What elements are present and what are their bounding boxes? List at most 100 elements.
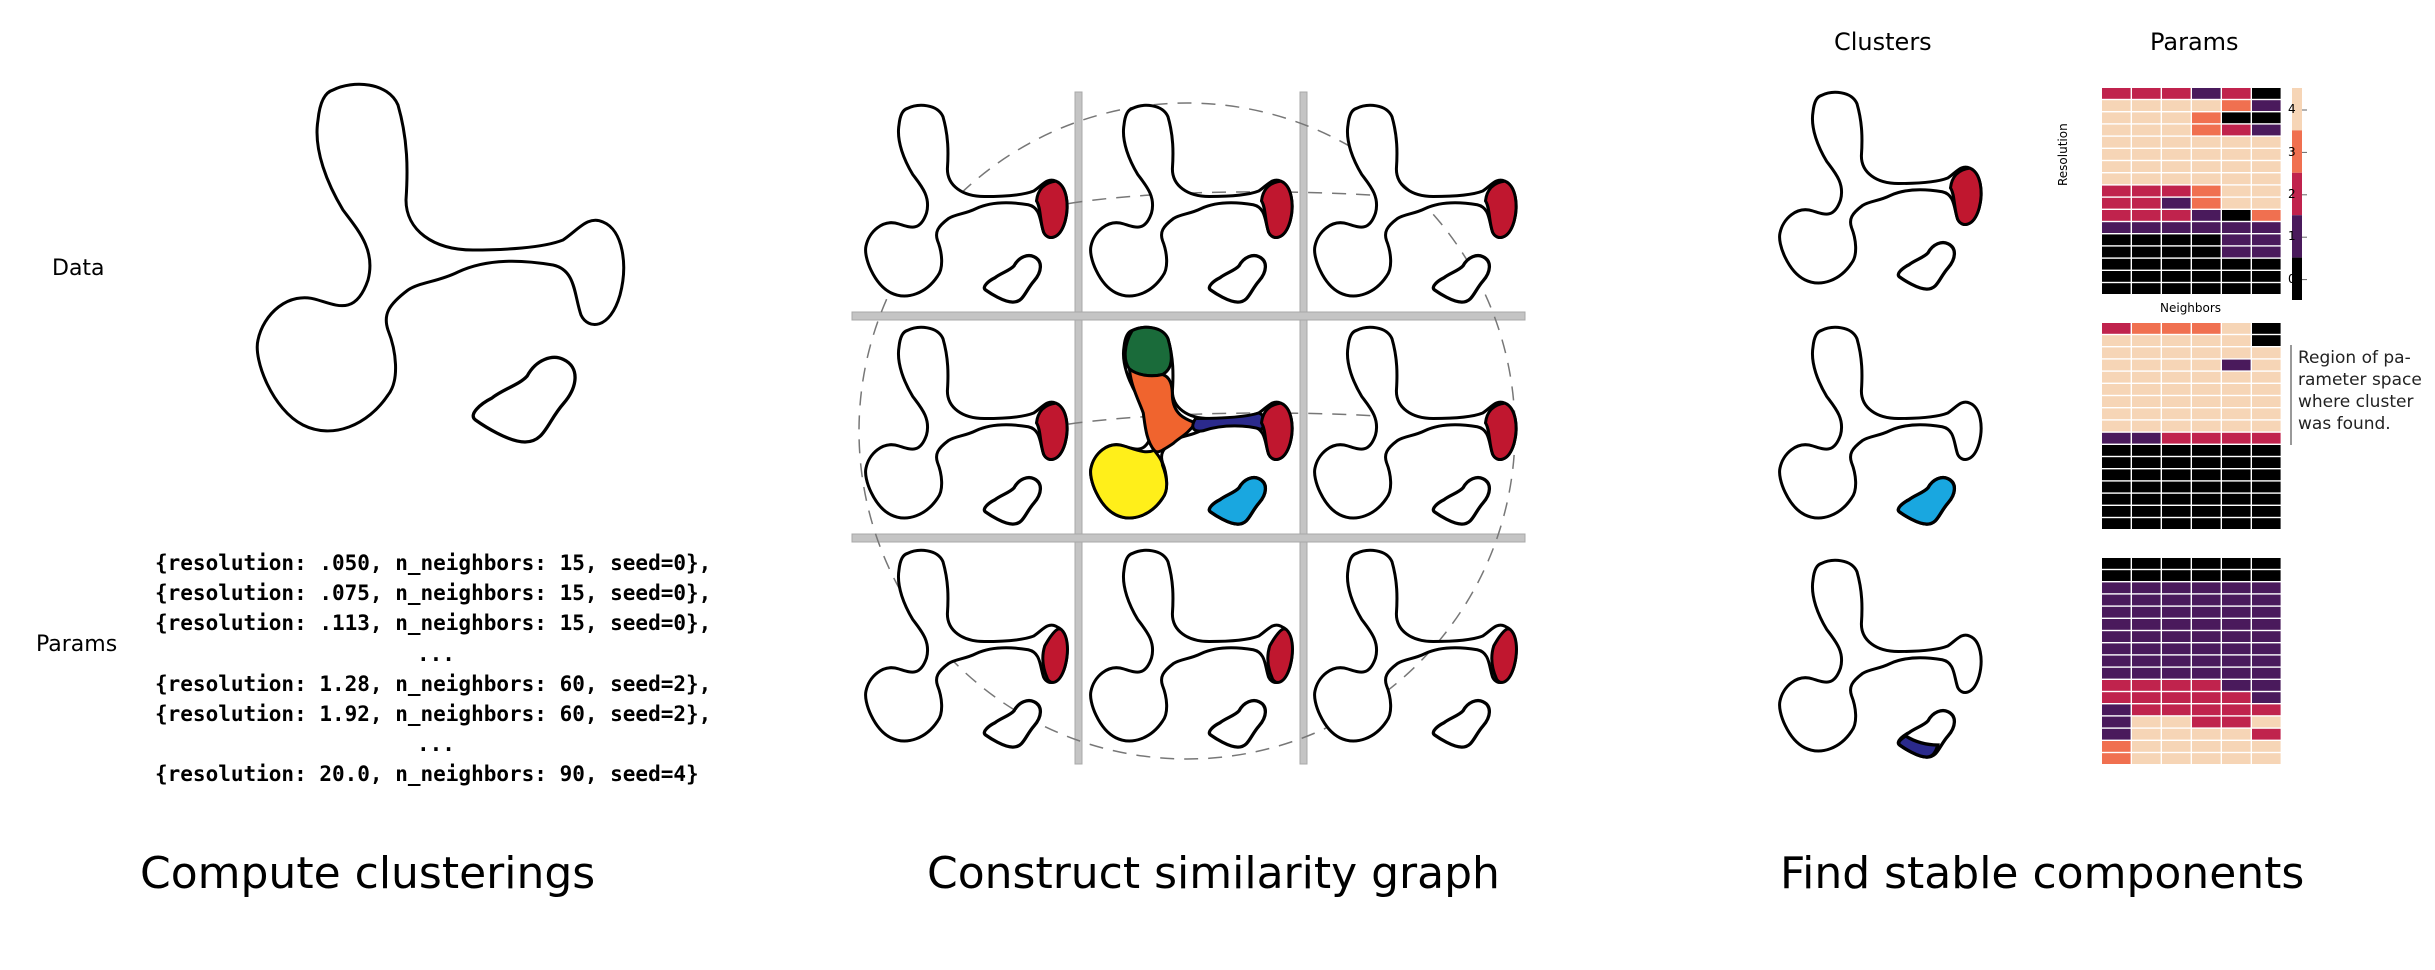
heatmap-cell xyxy=(2192,100,2221,111)
heatmap-cell xyxy=(2192,594,2221,606)
heatmap-cell xyxy=(2162,246,2191,258)
grid-lines xyxy=(851,91,1526,765)
heatmap-cell xyxy=(2252,704,2281,716)
colorbar-segment xyxy=(2292,130,2302,173)
param-heatmaps xyxy=(2102,88,2281,764)
heatmap-cell xyxy=(2162,582,2191,594)
heatmap-cell xyxy=(2132,185,2161,197)
heatmap-cell xyxy=(2222,692,2251,703)
heatmap-cell xyxy=(2222,384,2251,395)
heatmap-cell xyxy=(2102,161,2131,172)
heatmap-cell xyxy=(2252,643,2281,655)
heatmap-cell xyxy=(2132,692,2161,703)
heatmap-cell xyxy=(2252,384,2281,395)
heatmap-cell xyxy=(2162,631,2191,642)
heatmap-cell xyxy=(2222,197,2251,209)
heatmap-cell xyxy=(2132,655,2161,667)
heatmap-cell xyxy=(2132,359,2161,371)
param-line: {resolution: .050, n_neighbors: 15, seed… xyxy=(155,551,712,575)
heatmap-cell xyxy=(2222,619,2251,630)
mini-clustering xyxy=(1089,103,1294,304)
heatmap-cell xyxy=(2132,222,2161,233)
heatmap-cell xyxy=(2132,258,2161,270)
param-line: {resolution: 1.92, n_neighbors: 60, seed… xyxy=(155,702,712,727)
heatmap-cell xyxy=(2162,100,2191,111)
heatmap-cell xyxy=(2222,222,2251,233)
heatmap-cell xyxy=(2252,347,2281,359)
clusters-header: Clusters xyxy=(1834,28,1932,56)
heatmap-cell xyxy=(2192,271,2221,282)
heatmap-cell xyxy=(2252,283,2281,294)
param-ellipsis: ... xyxy=(417,641,455,666)
heatmap-cell xyxy=(2162,493,2191,505)
heatmap-cell xyxy=(2192,112,2221,124)
heatmap-cell xyxy=(2252,728,2281,740)
heatmap-cell xyxy=(2102,323,2131,334)
heatmap-cell xyxy=(2252,271,2281,282)
heatmap-cell xyxy=(2222,606,2251,618)
colorbar-tick: 4 xyxy=(2288,102,2296,116)
red-cluster xyxy=(1259,179,1294,239)
heatmap-cell xyxy=(2252,655,2281,667)
heatmap-cell xyxy=(2132,420,2161,432)
heatmap-cell xyxy=(2102,136,2131,148)
colorbar-segment xyxy=(2292,215,2302,258)
heatmap-cell xyxy=(2192,704,2221,716)
heatmap-cell xyxy=(2132,197,2161,209)
heatmap-cell xyxy=(2222,643,2251,655)
heatmap-cell xyxy=(2162,716,2191,728)
heatmap-cell xyxy=(2222,258,2251,270)
heatmap-cell xyxy=(2162,457,2191,468)
params-row-label: Params xyxy=(36,632,118,657)
heatmap-cell xyxy=(2132,753,2161,764)
heatmap-cell xyxy=(2102,210,2131,221)
heatmap-cell xyxy=(2132,667,2161,679)
heatmap-cell xyxy=(2132,619,2161,630)
yellow-cluster xyxy=(1089,443,1169,520)
heatmap-cell xyxy=(2102,445,2131,456)
heatmap-cell xyxy=(2192,518,2221,529)
heatmap-cell xyxy=(2132,396,2161,407)
heatmap-cell xyxy=(2132,728,2161,740)
param-line: {resolution: .113, n_neighbors: 15, seed… xyxy=(155,611,712,636)
heatmap-cell xyxy=(2162,692,2191,703)
cyan-cluster xyxy=(1896,475,1957,526)
heatmap-cell xyxy=(2192,655,2221,667)
region-note: Region of pa-rameter space where cluster… xyxy=(2298,348,2422,434)
heatmap-cell xyxy=(2132,371,2161,383)
note-bracket xyxy=(2290,345,2292,445)
heatmap-cell xyxy=(2222,371,2251,383)
heatmap-cell xyxy=(2252,359,2281,371)
heatmap-cell xyxy=(2222,173,2251,185)
heatmap-cell xyxy=(2252,323,2281,334)
heatmap-cell xyxy=(2222,432,2251,444)
heatmap-cell xyxy=(2132,112,2161,124)
heatmap-cell xyxy=(2252,606,2281,618)
cyan-cluster xyxy=(1207,475,1268,526)
heatmap-cell xyxy=(2162,506,2191,517)
heatmap-cell xyxy=(2192,335,2221,346)
full-clustering xyxy=(1089,325,1294,526)
heatmap-navy xyxy=(2102,558,2281,764)
heatmap-cell xyxy=(2252,432,2281,444)
heatmap-cell xyxy=(2252,161,2281,172)
heatmap-cell xyxy=(2102,234,2131,246)
heatmap-cell xyxy=(2132,506,2161,517)
heatmap-cell xyxy=(2222,112,2251,124)
heatmap-cell xyxy=(2252,222,2281,233)
heatmap-cell xyxy=(2252,197,2281,209)
heatmap-cell xyxy=(2192,469,2221,481)
colorbar-segment xyxy=(2292,257,2302,300)
param-line: {resolution: .075, n_neighbors: 15, seed… xyxy=(155,581,712,606)
heatmap-cell xyxy=(2162,384,2191,395)
heatmap-cell xyxy=(2222,420,2251,432)
heatmap-cell xyxy=(2192,753,2221,764)
red-cluster xyxy=(1266,626,1294,684)
heatmap-cell xyxy=(2192,173,2221,185)
heatmap-cell xyxy=(2132,631,2161,642)
heatmap-cell xyxy=(2102,396,2131,407)
heatmap-cell xyxy=(2132,88,2161,99)
heatmap-cell xyxy=(2192,88,2221,99)
mini-clustering xyxy=(1313,103,1518,304)
